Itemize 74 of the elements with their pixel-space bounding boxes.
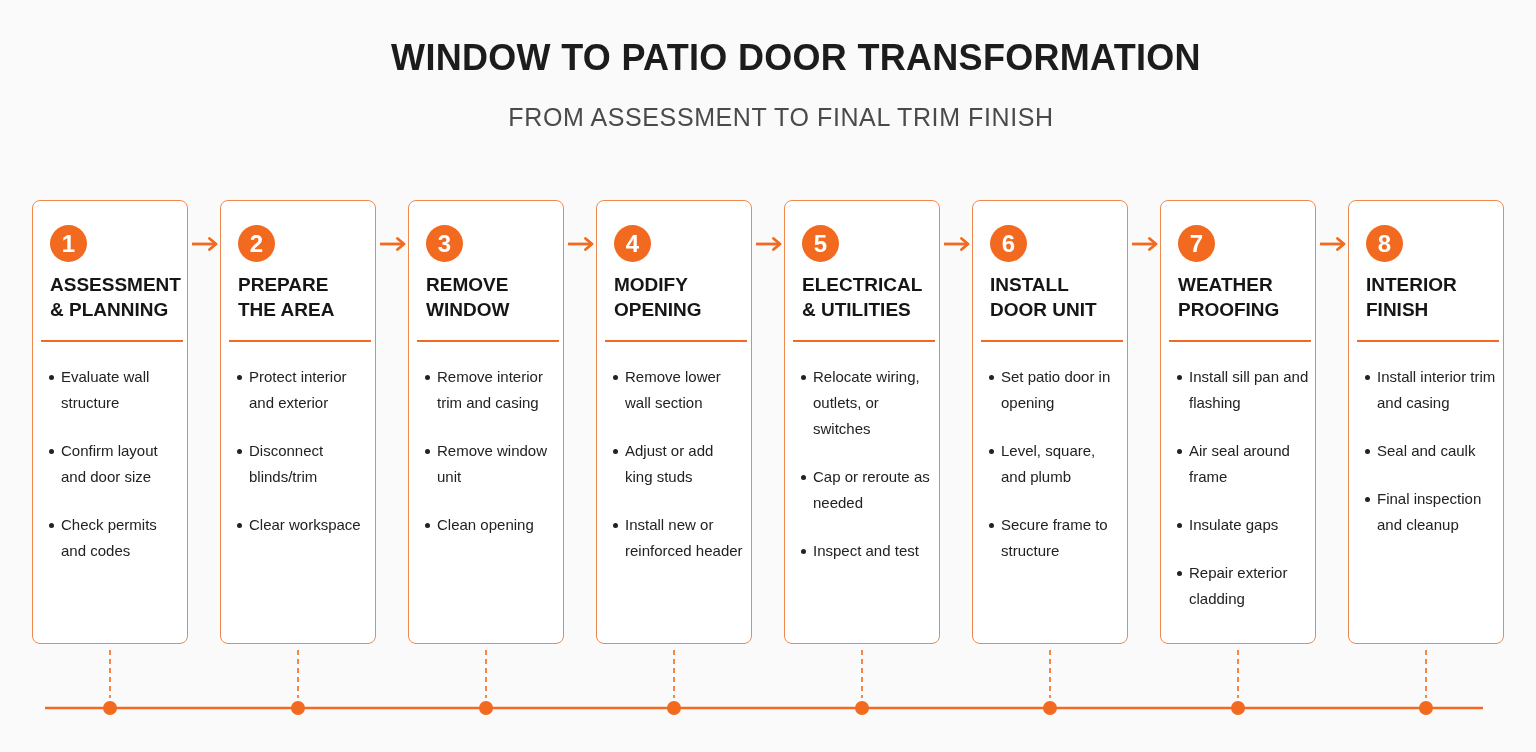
dashed-connector (109, 649, 111, 699)
step-number: 3 (426, 225, 463, 262)
arrow (1132, 237, 1158, 251)
step-number: 4 (614, 225, 651, 262)
step-number: 1 (50, 225, 87, 262)
bullet-item: Cap or reroute as needed (801, 464, 933, 516)
arrow (380, 237, 406, 251)
title: WINDOW TO PATIO DOOR TRANSFORMATION (391, 36, 1201, 80)
step-number: 2 (238, 225, 275, 262)
step-card (220, 200, 376, 644)
step-heading: REMOVE WINDOW (426, 273, 511, 322)
step-heading: MODIFY OPENING (614, 273, 703, 322)
step-number: 8 (1366, 225, 1403, 262)
bullet-item: Set patio door in opening (989, 364, 1121, 416)
bullet-item: Evaluate wall structure (49, 364, 181, 416)
step-number: 7 (1178, 225, 1215, 262)
step-card (408, 200, 564, 644)
bullet-item: Final inspection and cleanup (1365, 486, 1497, 538)
bullet-item: Install interior trim and casing (1365, 364, 1497, 416)
step-card (972, 200, 1128, 644)
timeline-dot (291, 701, 305, 715)
bullet-item: Level, square, and plumb (989, 438, 1121, 490)
step-heading: PREPARE THE AREA (238, 273, 336, 322)
bullet-item: Check permits and codes (49, 512, 181, 564)
bullet-item: Protect interior and exterior (237, 364, 369, 416)
arrow (944, 237, 970, 251)
timeline-dot (103, 701, 117, 715)
step-card (1160, 200, 1316, 644)
bullet-item: Repair exterior cladding (1177, 560, 1309, 612)
bullet-item: Remove interior trim and casing (425, 364, 557, 416)
timeline-dot (479, 701, 493, 715)
step-card (1348, 200, 1504, 644)
bullet-item: Inspect and test (801, 538, 933, 564)
dashed-connector (861, 649, 863, 699)
step-heading: ELECTRICAL & UTILITIES (802, 273, 923, 322)
bullet-item: Install sill pan and flashing (1177, 364, 1309, 416)
arrow (192, 237, 218, 251)
step-heading: ASSESSMENT & PLANNING (50, 273, 181, 322)
step-number: 5 (802, 225, 839, 262)
timeline-dot (1043, 701, 1057, 715)
step-heading: INSTALL DOOR UNIT (990, 273, 1098, 322)
timeline-dot (667, 701, 681, 715)
bullet-item: Air seal around frame (1177, 438, 1309, 490)
bullet-item: Clean opening (425, 512, 557, 538)
dashed-connector (1425, 649, 1427, 699)
step-card (32, 200, 188, 644)
step-heading: INTERIOR FINISH (1366, 273, 1458, 322)
arrow (568, 237, 594, 251)
subtitle: FROM ASSESSMENT TO FINAL TRIM FINISH (508, 102, 1054, 133)
bullet-item: Remove lower wall section (613, 364, 745, 416)
dashed-connector (297, 649, 299, 699)
timeline-dot (1231, 701, 1245, 715)
step-heading: WEATHER PROOFING (1178, 273, 1281, 322)
step-card (784, 200, 940, 644)
dashed-connector (1049, 649, 1051, 699)
bullet-item: Confirm layout and door size (49, 438, 181, 490)
step-card (596, 200, 752, 644)
timeline-dot (855, 701, 869, 715)
bullet-item: Seal and caulk (1365, 438, 1497, 464)
bullet-item: Secure frame to structure (989, 512, 1121, 564)
bullet-item: Relocate wiring, outlets, or switches (801, 364, 933, 442)
step-number: 6 (990, 225, 1027, 262)
dashed-connector (673, 649, 675, 699)
arrow (1320, 237, 1346, 251)
timeline-dot (1419, 701, 1433, 715)
bullet-item: Insulate gaps (1177, 512, 1309, 538)
bullet-item: Remove window unit (425, 438, 557, 490)
bullet-item: Disconnect blinds/trim (237, 438, 369, 490)
dashed-connector (1237, 649, 1239, 699)
bullet-item: Install new or reinforced header (613, 512, 745, 564)
bullet-item: Clear workspace (237, 512, 369, 538)
arrow (756, 237, 782, 251)
dashed-connector (485, 649, 487, 699)
bullet-item: Adjust or add king studs (613, 438, 745, 490)
